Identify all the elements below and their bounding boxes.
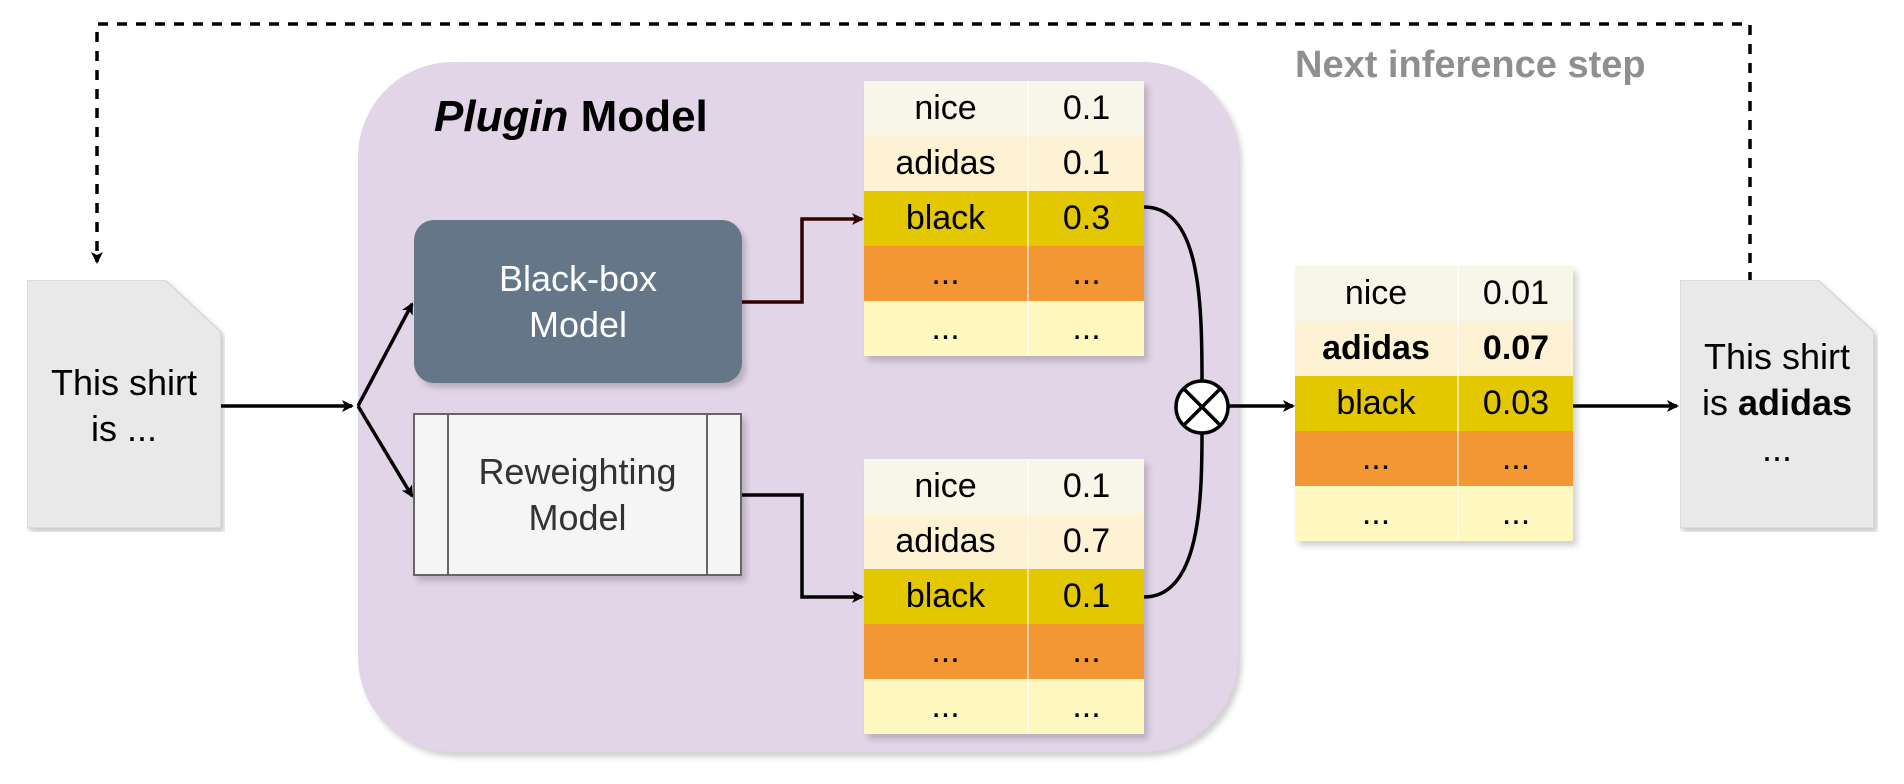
table-row: ......: [864, 679, 1144, 734]
prob-cell: ...: [1072, 309, 1101, 347]
table-row: ......: [1295, 486, 1573, 541]
table-row: ......: [864, 301, 1144, 356]
table-row: nice 0.1: [864, 81, 1144, 136]
table-row: ......: [864, 246, 1144, 301]
output-document: This shirt is adidas ...: [1680, 280, 1875, 529]
output-doc-line2: is adidas: [1680, 380, 1874, 426]
combined-prob-table: nice 0.01 adidas 0.07 black 0.03............: [1295, 266, 1573, 541]
prob-cell: ...: [1072, 632, 1101, 670]
prob-cell: ...: [1072, 687, 1101, 725]
table-row: adidas 0.1: [864, 136, 1144, 191]
token-cell: ...: [864, 301, 1029, 356]
output-doc-line1: This shirt: [1703, 336, 1851, 377]
prob-cell: ...: [1501, 439, 1531, 477]
reweight-prob-table: nice 0.1 adidas 0.7 black 0.1............: [864, 459, 1144, 734]
reweighting-model-label: Reweighting Model: [478, 450, 677, 538]
table-row: black 0.1: [864, 569, 1144, 624]
table-row: black 0.03: [1295, 376, 1573, 431]
reweighting-left-bar: [447, 415, 449, 574]
prob-cell: 0.1: [1062, 467, 1111, 505]
token-cell: black: [1295, 376, 1459, 431]
prob-cell: 0.1: [1062, 89, 1111, 127]
output-doc-line3: ...: [1761, 428, 1792, 469]
prob-cell: 0.01: [1482, 274, 1550, 312]
blackbox-prob-table: nice 0.1 adidas 0.1 black 0.3............: [864, 81, 1144, 356]
table-row: nice 0.1: [864, 459, 1144, 514]
table-row: ......: [864, 624, 1144, 679]
table-row: black 0.3: [864, 191, 1144, 246]
prob-cell: ...: [1501, 494, 1531, 532]
plugin-title-rest: Model: [580, 92, 708, 141]
prob-cell: 0.3: [1062, 199, 1111, 237]
token-cell: adidas: [864, 514, 1029, 569]
prob-cell: 0.1: [1062, 577, 1111, 615]
token-cell: ...: [1295, 431, 1459, 486]
plugin-model-title: Plugin Model: [434, 92, 708, 142]
prob-cell: ...: [1072, 254, 1101, 292]
black-box-model: Black-box Model: [414, 220, 742, 383]
table-row: nice 0.01: [1295, 266, 1573, 321]
input-doc-line2: is ...: [90, 408, 157, 449]
output-document-shape: [1680, 280, 1875, 529]
token-cell: nice: [1295, 266, 1459, 321]
input-doc-line1: This shirt: [50, 362, 198, 403]
input-document-shape: [27, 280, 222, 529]
reweighting-model: Reweighting Model: [413, 413, 742, 576]
prob-cell: 0.03: [1482, 384, 1550, 422]
token-cell: ...: [864, 624, 1029, 679]
output-doc-line2-prefix: is: [1701, 382, 1738, 423]
token-cell: ...: [864, 246, 1029, 301]
token-cell: black: [864, 569, 1029, 624]
plugin-title-italic: Plugin: [434, 92, 569, 141]
token-cell: ...: [1295, 486, 1459, 541]
table-row: adidas 0.7: [864, 514, 1144, 569]
input-document: This shirt is ...: [27, 280, 222, 529]
next-step-loop-line: [91, 22, 1752, 282]
table-row: adidas 0.07: [1295, 321, 1573, 376]
prob-cell: 0.7: [1062, 522, 1111, 560]
next-inference-step-label: Next inference step: [1295, 44, 1646, 86]
table-row: ......: [1295, 431, 1573, 486]
token-cell: black: [864, 191, 1029, 246]
token-cell: adidas: [1295, 321, 1459, 376]
token-cell: ...: [864, 679, 1029, 734]
prob-cell: 0.07: [1482, 329, 1550, 367]
reweighting-right-bar: [706, 415, 708, 574]
prob-cell: 0.1: [1062, 144, 1111, 182]
token-cell: adidas: [864, 136, 1029, 191]
token-cell: nice: [864, 459, 1029, 514]
token-cell: nice: [864, 81, 1029, 136]
black-box-model-label: Black-box Model: [498, 257, 658, 345]
output-doc-line2-bold: adidas: [1737, 382, 1853, 423]
